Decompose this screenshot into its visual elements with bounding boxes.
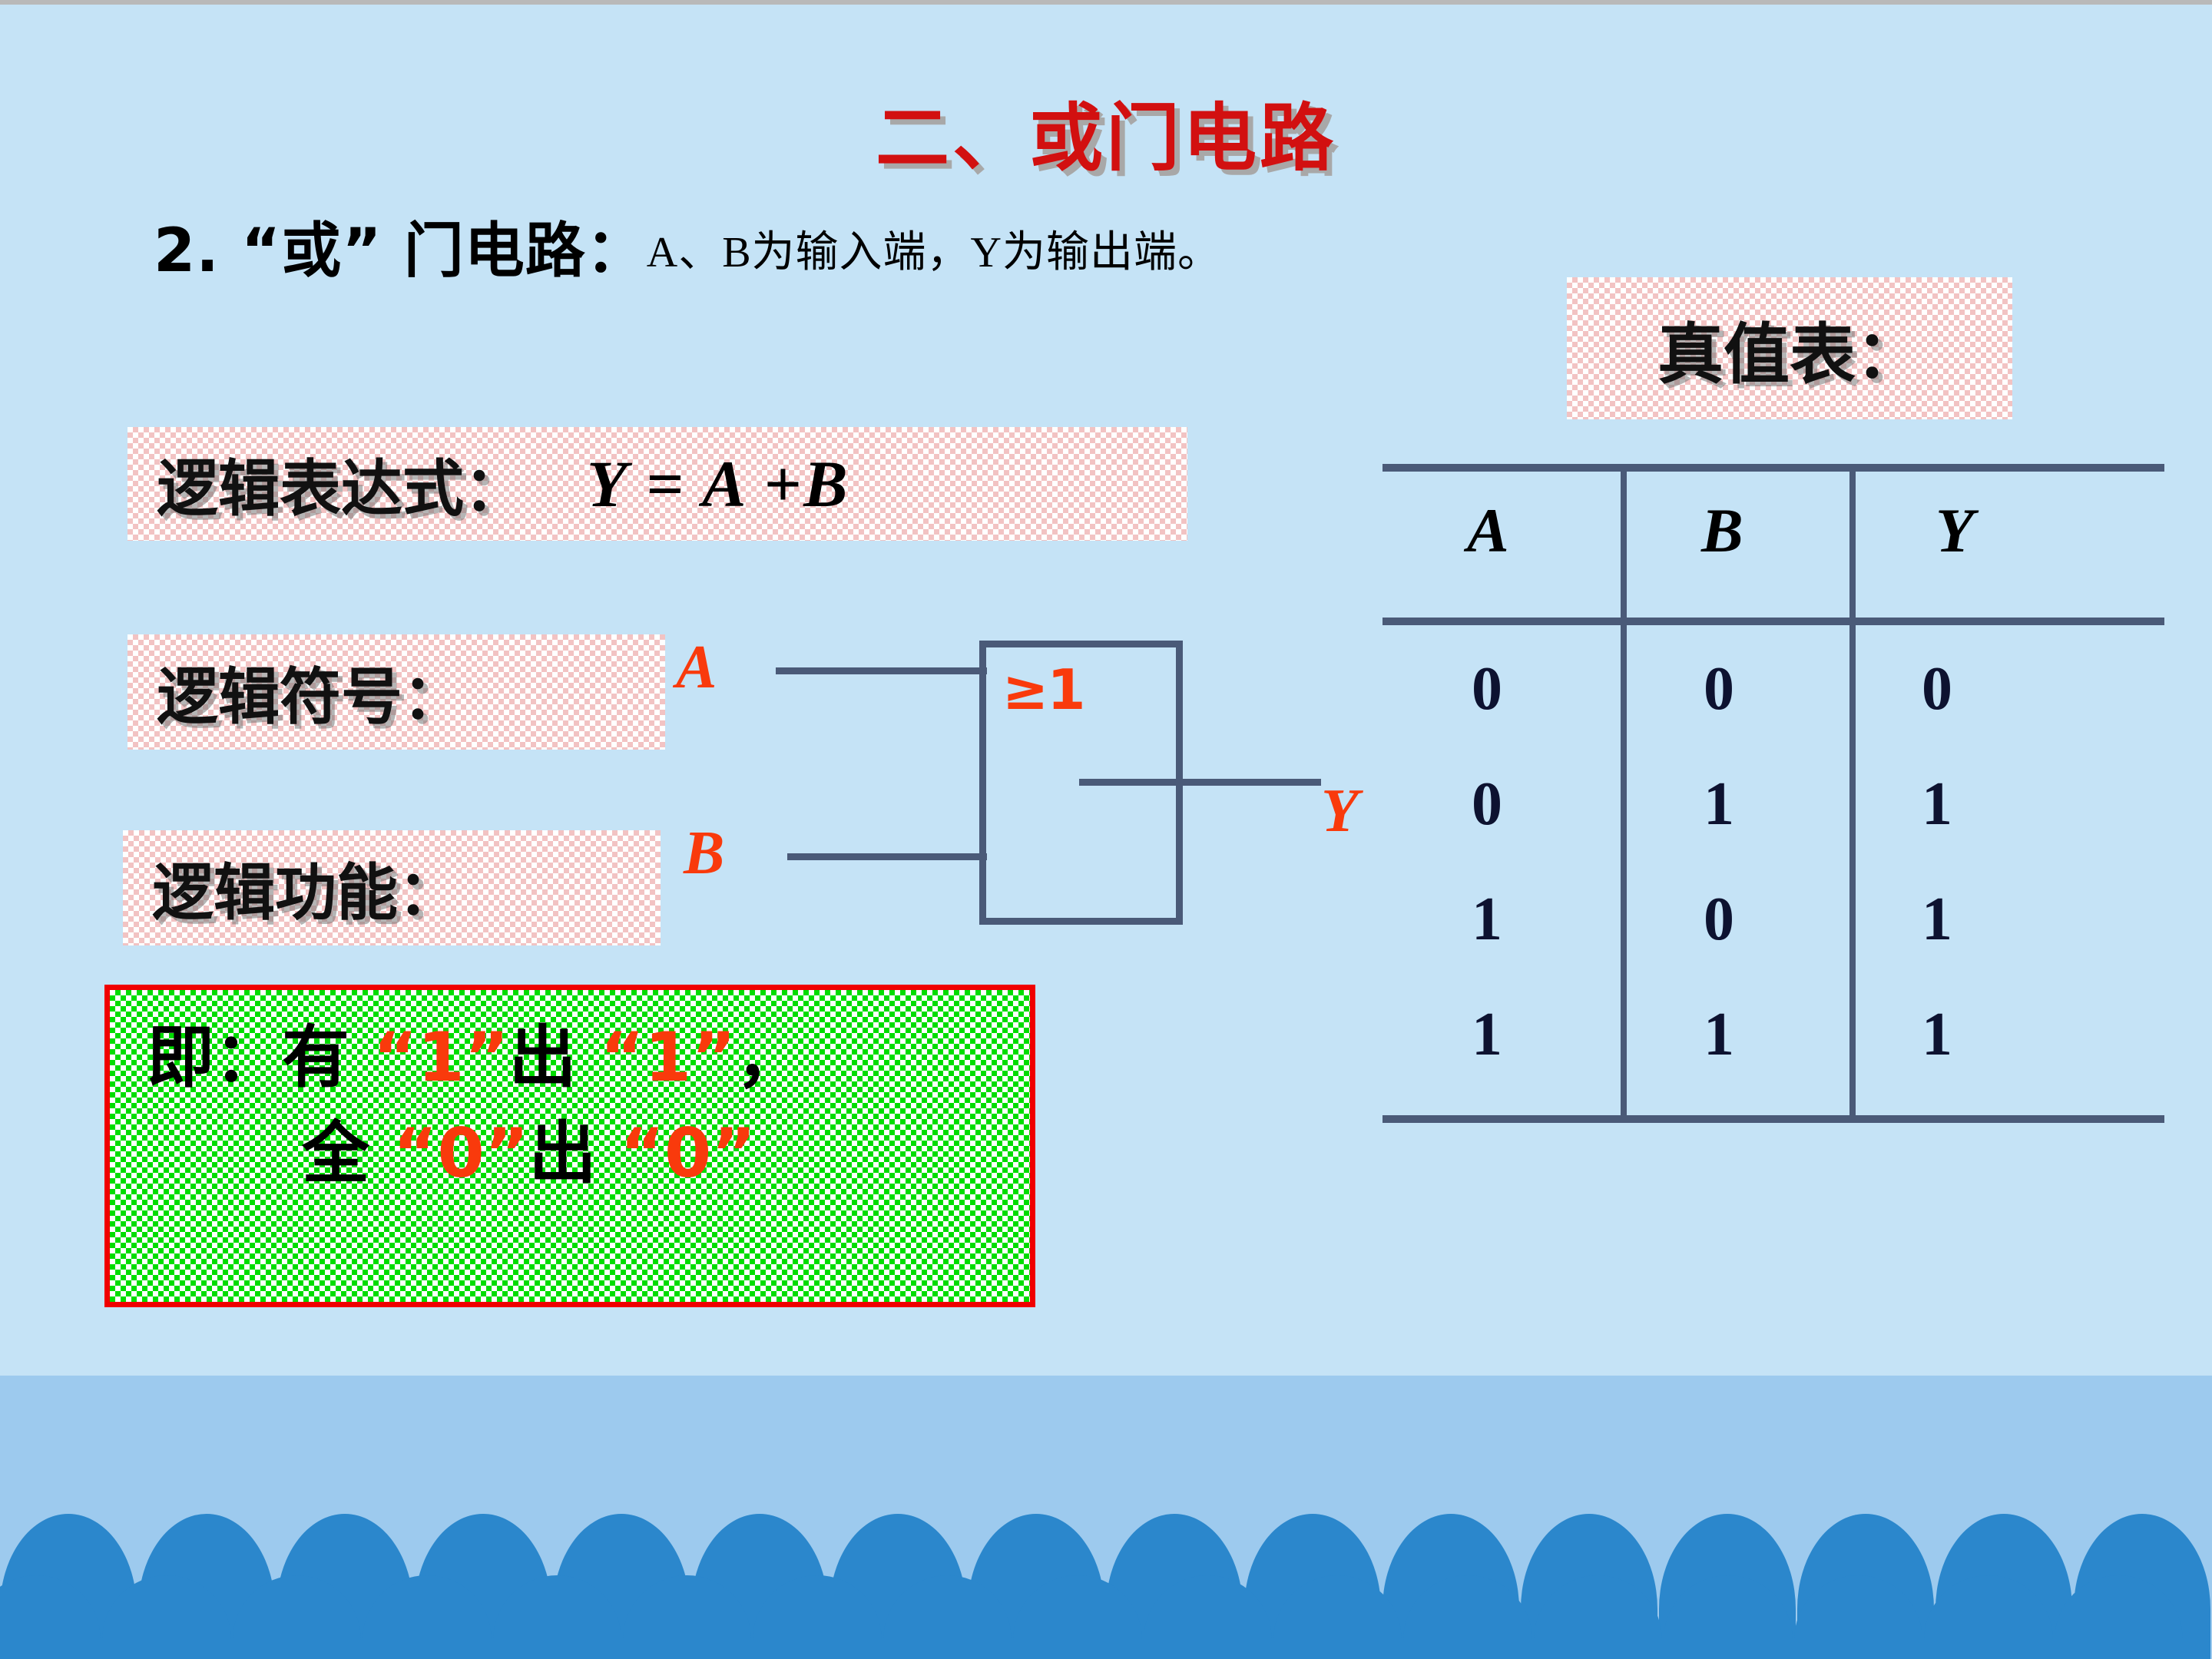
table-cell: 1	[1704, 770, 1734, 838]
logic-expression-formula: Y = A +B	[587, 447, 850, 521]
arch-shape	[232, 1575, 362, 1659]
truth-table-title: 真值表：	[1657, 316, 1922, 393]
table-cell: 1	[1922, 1001, 1952, 1068]
arch-shape	[753, 1575, 882, 1659]
table-cell: 0	[1472, 770, 1502, 838]
arch-shape	[882, 1575, 1012, 1659]
logic-function-label: 逻辑功能：	[152, 857, 459, 929]
gate-input-b-label: B	[684, 820, 725, 887]
conclusion-box: 即：有 “1”出 “1”， 全 “0”出 “0”	[104, 985, 1035, 1307]
conclusion-l2-quote-1: “0”	[392, 1113, 529, 1193]
table-column-divider-2	[1849, 472, 1856, 1123]
subheading-tail: A、B为输入端，Y为输出端。	[646, 229, 1221, 276]
table-rule-middle	[1382, 618, 2164, 625]
table-cell: 1	[1922, 770, 1952, 838]
conclusion-line-1: 即：有 “1”出 “1”，	[110, 1010, 1030, 1106]
logic-symbol-label: 逻辑符号：	[157, 661, 464, 733]
truth-table: A B Y 0 0 0 0 1 1 1 0 1 1 1 1	[1382, 464, 2164, 1123]
conclusion-l2-quote-2: “0”	[620, 1113, 757, 1193]
arch-shape	[0, 1575, 101, 1659]
logic-symbol-block: 逻辑符号：	[127, 634, 665, 750]
conclusion-l1-quote-2: “1”	[600, 1018, 737, 1097]
arch-row-front	[0, 1575, 2212, 1659]
arch-shape	[1533, 1575, 1663, 1659]
arch-shape	[623, 1575, 752, 1659]
conclusion-l2-mid: 出	[528, 1113, 621, 1193]
table-cell: 1	[1472, 886, 1502, 953]
table-rule-bottom	[1382, 1115, 2164, 1123]
arch-shape	[2054, 1575, 2183, 1659]
gate-input-b-wire	[787, 853, 987, 860]
table-header-a: A	[1467, 495, 1509, 565]
truth-table-title-block: 真值表：	[1567, 277, 2012, 419]
conclusion-l2-pre: 全	[302, 1113, 393, 1193]
table-cell: 1	[1704, 1001, 1734, 1068]
table-header-b: B	[1701, 495, 1743, 565]
table-cell: 0	[1704, 655, 1734, 723]
conclusion-l1-post: ，	[736, 1018, 804, 1097]
arch-shape	[492, 1575, 622, 1659]
table-cell: 1	[1922, 886, 1952, 953]
arch-shape	[102, 1575, 231, 1659]
conclusion-l1-quote-1: “1”	[373, 1018, 509, 1097]
table-cell: 0	[1472, 655, 1502, 723]
arch-shape	[363, 1575, 492, 1659]
logic-expression-label: 逻辑表达式：	[157, 453, 525, 525]
table-cell: 1	[1472, 1001, 1502, 1068]
subheading: 2. “或” 门电路：A、B为输入端，Y为输出端。	[154, 203, 1221, 289]
table-cell: 0	[1704, 886, 1734, 953]
slide-title: 二、或门电路	[876, 95, 1336, 181]
arch-shape	[1793, 1575, 1923, 1659]
arch-shape	[1664, 1575, 1793, 1659]
arch-shape	[1143, 1575, 1273, 1659]
gate-input-a-wire	[776, 667, 987, 674]
conclusion-l1-mid: 出	[508, 1018, 601, 1097]
gate-input-a-label: A	[676, 634, 717, 701]
arch-shape	[1924, 1575, 2053, 1659]
gate-output-wire	[1079, 779, 1321, 786]
gate-threshold-symbol: ≥1	[1002, 657, 1085, 722]
table-rule-top	[1382, 464, 2164, 472]
conclusion-line-2: 全 “0”出 “0”	[110, 1106, 1030, 1202]
table-column-divider-1	[1621, 472, 1627, 1123]
arch-shape	[1013, 1575, 1142, 1659]
subheading-lead: 2. “或” 门电路：	[154, 217, 647, 286]
arch-shape	[1273, 1575, 1402, 1659]
table-header-y: Y	[1936, 495, 1975, 565]
logic-function-block: 逻辑功能：	[123, 830, 661, 945]
table-cell: 0	[1922, 655, 1952, 723]
arch-shape	[1403, 1575, 1532, 1659]
gate-output-y-label: Y	[1321, 777, 1359, 845]
or-gate-diagram: A B ≥1 Y	[676, 627, 1444, 949]
logic-expression-block: 逻辑表达式： Y = A +B	[127, 427, 1187, 541]
conclusion-l1-pre: 即：有	[147, 1018, 373, 1097]
